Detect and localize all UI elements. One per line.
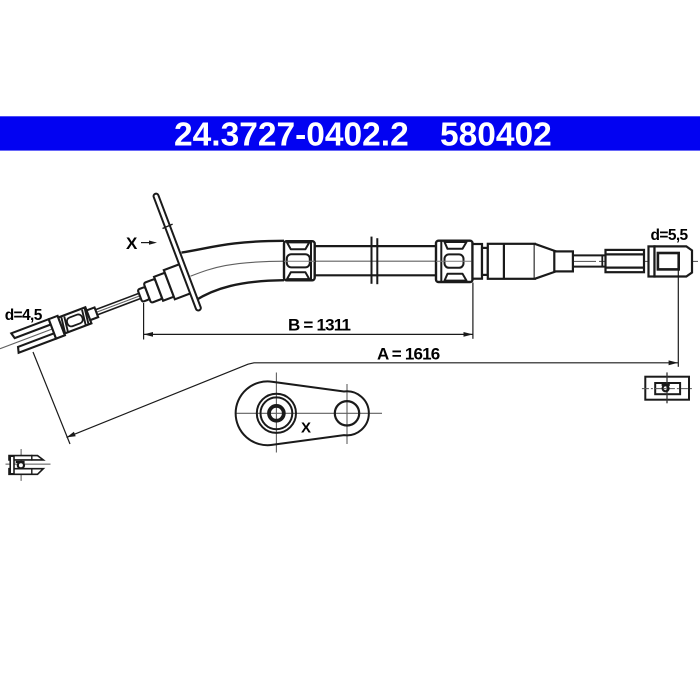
svg-text:B = 1311: B = 1311	[288, 316, 350, 335]
svg-text:d=4,5: d=4,5	[5, 307, 43, 324]
svg-text:X: X	[301, 420, 311, 437]
svg-text:d=5,5: d=5,5	[651, 227, 689, 244]
svg-text:X: X	[126, 234, 138, 253]
svg-text:580402: 580402	[440, 117, 552, 154]
svg-text:24.3727-0402.2: 24.3727-0402.2	[174, 117, 409, 154]
svg-text:A = 1616: A = 1616	[377, 345, 440, 364]
